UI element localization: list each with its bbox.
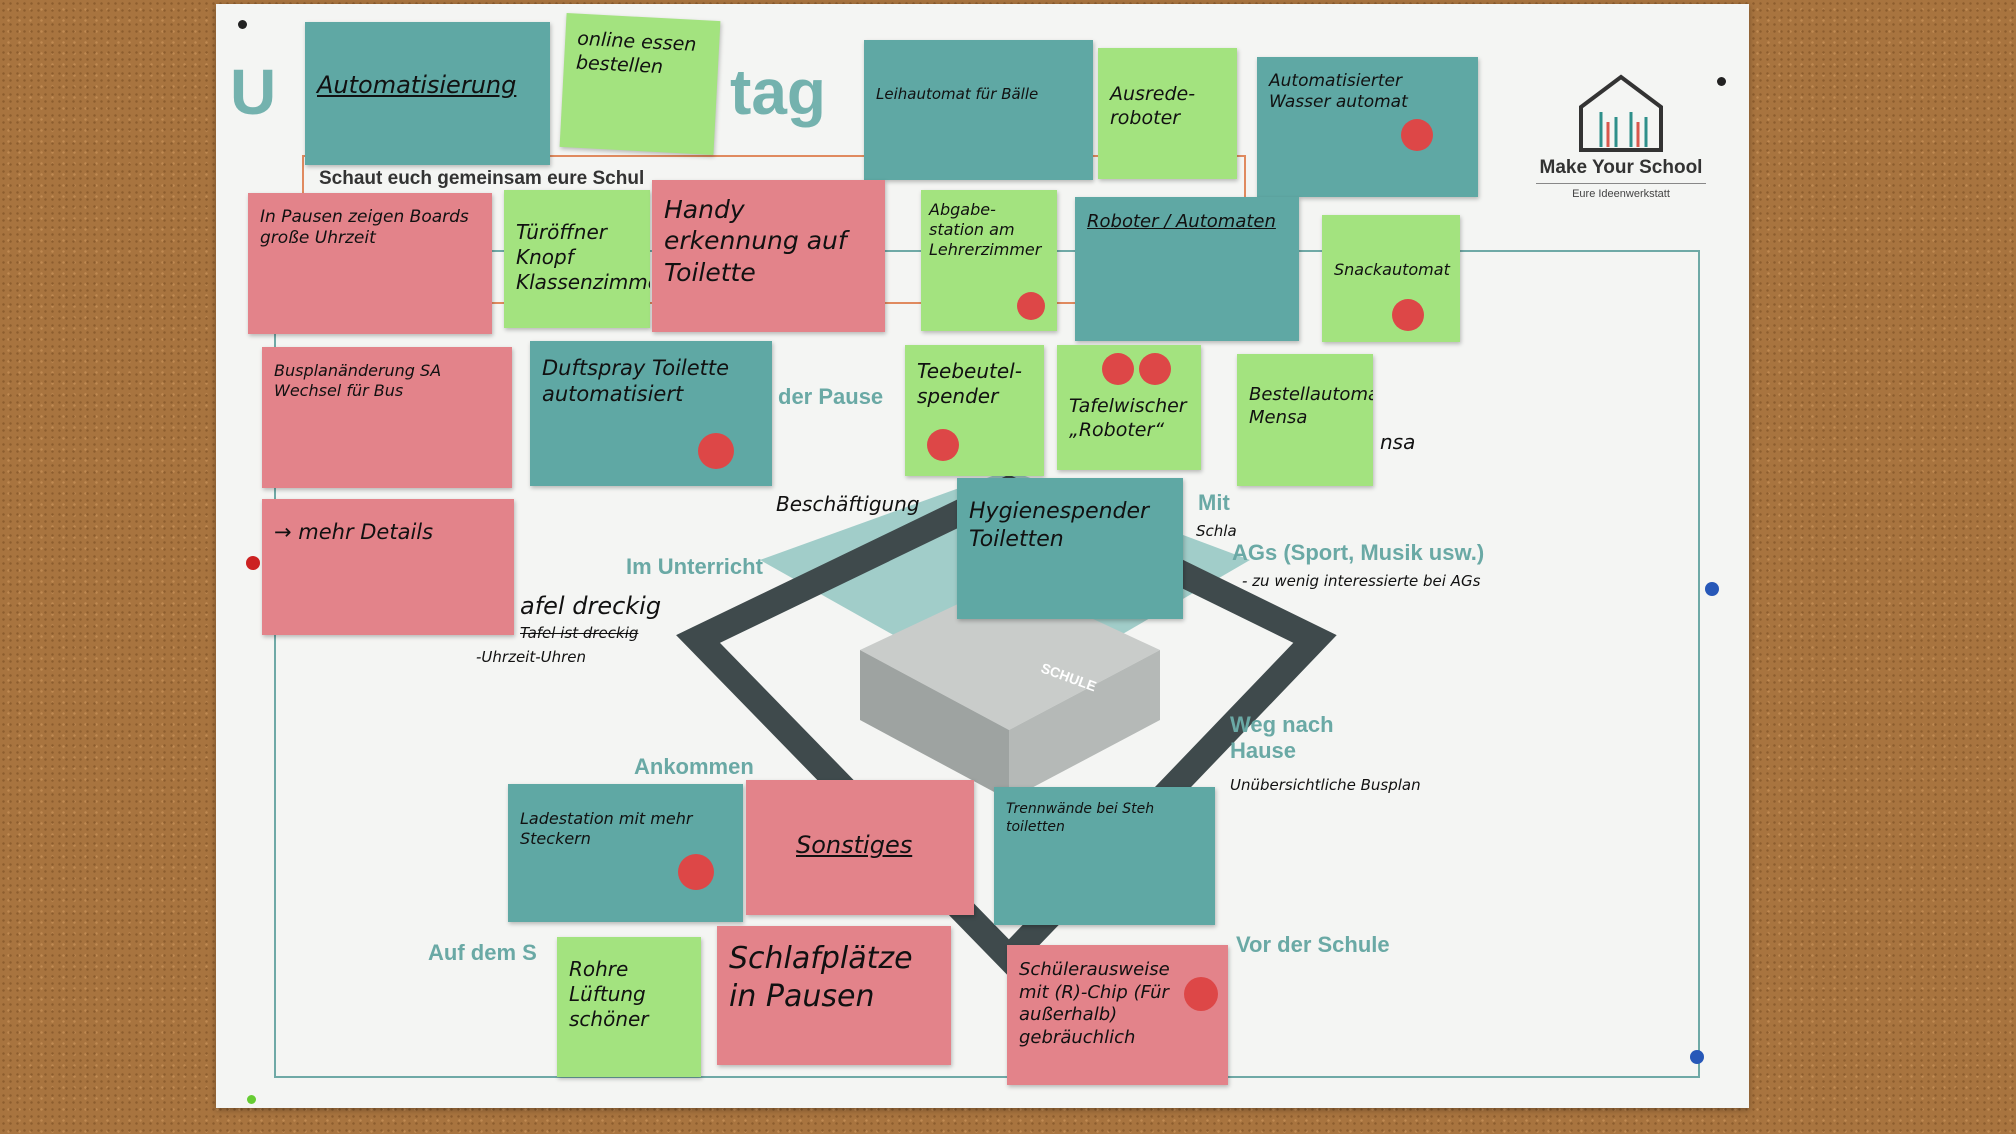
brand-subtitle: Eure Ideenwerkstatt xyxy=(1572,188,1670,200)
sticky-note: Handy erkennung auf Toilette xyxy=(652,180,885,332)
sticky-note: → mehr Details xyxy=(262,499,514,635)
sticky-note: Roboter / Automaten xyxy=(1075,197,1299,341)
sticky-note: Snackautomat xyxy=(1322,215,1460,342)
intro-text: Schaut euch gemeinsam eure Schul xyxy=(319,168,645,189)
vote-dot xyxy=(1102,353,1134,385)
hw-beschaeftigung: Beschäftigung xyxy=(776,492,920,516)
vote-dot xyxy=(1139,353,1171,385)
vote-dot xyxy=(678,854,714,890)
note-text: Ladestation mit mehr Steckern xyxy=(520,809,693,848)
sticky-note: Bestellautomaten Mensa xyxy=(1237,354,1373,486)
area-vor: Vor der Schule xyxy=(1236,932,1390,957)
hw-mensa: nsa xyxy=(1380,430,1416,454)
pin xyxy=(238,20,247,29)
note-text: Tafelwischer „Roboter“ xyxy=(1069,395,1187,441)
hw-ags: - zu wenig interessierte bei AGs xyxy=(1242,572,1481,590)
brand-name: Make Your School xyxy=(1536,157,1706,184)
area-ags: AGs (Sport, Musik usw.) xyxy=(1232,540,1485,565)
pin xyxy=(1690,1050,1704,1064)
sticky-note: Schülerausweise mit (R)-Chip (Für außerh… xyxy=(1007,945,1228,1085)
sticky-note: Automatisierter Wasser automat xyxy=(1257,57,1478,197)
area-ankommen: Ankommen xyxy=(634,754,754,779)
make-your-school-logo: Make Your School Eure Ideenwerkstatt xyxy=(1536,72,1706,200)
vote-dot xyxy=(1392,299,1424,331)
area-mit: Mit xyxy=(1198,490,1230,515)
sticky-note: online essen bestellen xyxy=(559,13,721,155)
note-text: Teebeutel-spender xyxy=(917,359,1022,408)
vote-dot xyxy=(1184,977,1218,1011)
pin xyxy=(246,556,260,570)
sticky-note: Trennwände bei Steh toiletten xyxy=(994,787,1215,925)
vote-dot xyxy=(1017,292,1045,320)
hw-tafel: afel dreckig xyxy=(520,592,662,620)
sticky-note: Busplanänderung SA Wechsel für Bus xyxy=(262,347,512,488)
note-text: Snackautomat xyxy=(1334,260,1450,279)
house-logo-icon xyxy=(1579,74,1663,152)
area-auf: Auf dem S xyxy=(428,940,537,965)
sticky-note: In Pausen zeigen Boards große Uhrzeit xyxy=(248,193,492,334)
sticky-note: Rohre Lüftung schöner xyxy=(557,937,701,1077)
sticky-note: Leihautomat für Bälle xyxy=(864,40,1093,180)
title-end: tag xyxy=(730,56,826,128)
sticky-note: Ladestation mit mehr Steckern xyxy=(508,784,743,922)
sticky-note: Tafelwischer „Roboter“ xyxy=(1057,345,1201,470)
area-unterricht: Im Unterricht xyxy=(626,554,763,579)
sticky-note: Automatisierung xyxy=(305,22,550,165)
area-pause: der Pause xyxy=(778,384,884,409)
hw-busplan: Unübersichtliche Busplan xyxy=(1230,776,1421,794)
note-text: Automatisierter Wasser automat xyxy=(1269,71,1408,113)
sticky-note: Türöffner Knopf Klassenzimmer xyxy=(504,190,650,328)
sticky-note: Teebeutel-spender xyxy=(905,345,1044,476)
sticky-note: Hygienespender Toiletten xyxy=(957,478,1183,619)
hw-uhrzeit: -Uhrzeit-Uhren xyxy=(476,648,587,666)
pin xyxy=(247,1095,256,1104)
hw-schla: Schla xyxy=(1196,522,1237,540)
sticky-note: Duftspray Toilette automatisiert xyxy=(530,341,772,486)
vote-dot xyxy=(1401,119,1433,151)
sticky-note: Abgabe-station am Lehrerzimmer xyxy=(921,190,1057,331)
note-text: Schülerausweise mit (R)-Chip (Für außerh… xyxy=(1019,959,1170,1048)
title-start: U xyxy=(230,56,277,128)
area-weg: Weg nach Hause xyxy=(1230,712,1334,763)
vote-dot xyxy=(927,429,959,461)
pin xyxy=(1717,77,1726,86)
pin xyxy=(1705,582,1719,596)
note-text: Abgabe-station am Lehrerzimmer xyxy=(929,200,1042,259)
sticky-note: Ausrede-roboter xyxy=(1098,48,1237,179)
vote-dot xyxy=(698,433,734,469)
note-text: Duftspray Toilette automatisiert xyxy=(542,356,730,407)
sticky-note: Sonstiges xyxy=(746,780,974,915)
sticky-note: Schlafplätze in Pausen xyxy=(717,926,951,1065)
hw-tafel2: Tafel ist dreckig xyxy=(520,624,639,642)
